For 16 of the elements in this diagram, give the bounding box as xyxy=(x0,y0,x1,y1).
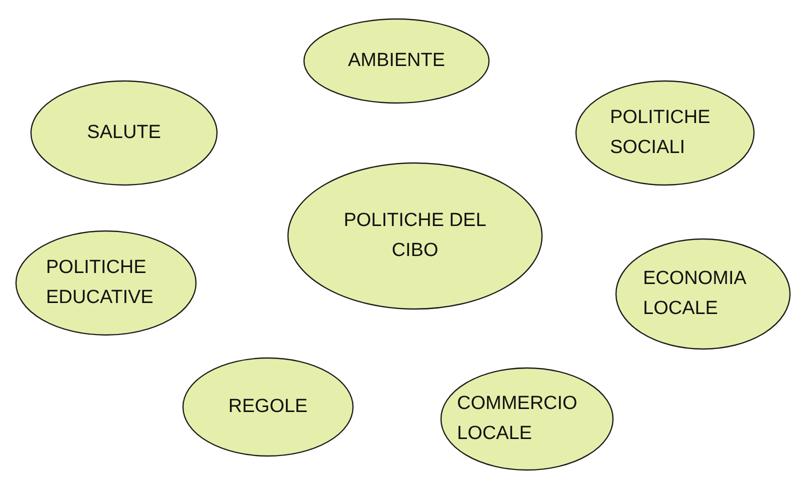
ellipse-node xyxy=(303,18,490,104)
node-label: ECONOMIA LOCALE xyxy=(643,267,747,321)
ellipse-node xyxy=(182,357,354,457)
node-label: AMBIENTE xyxy=(348,49,446,73)
node-label: POLITICHE EDUCATIVE xyxy=(46,256,154,310)
ellipse-node xyxy=(440,367,614,471)
node-label: COMMERCIO LOCALE xyxy=(457,392,578,446)
ellipse-node xyxy=(30,80,218,186)
ellipse-node xyxy=(287,162,543,310)
node-label: SALUTE xyxy=(87,121,161,145)
node-label: POLITICHE SOCIALI xyxy=(610,106,712,160)
node-label: POLITICHE DEL CIBO xyxy=(342,209,488,263)
ellipse-node xyxy=(15,230,197,336)
ellipse-node xyxy=(575,80,755,186)
ellipse-node xyxy=(615,238,791,350)
node-label: REGOLE xyxy=(228,395,308,419)
